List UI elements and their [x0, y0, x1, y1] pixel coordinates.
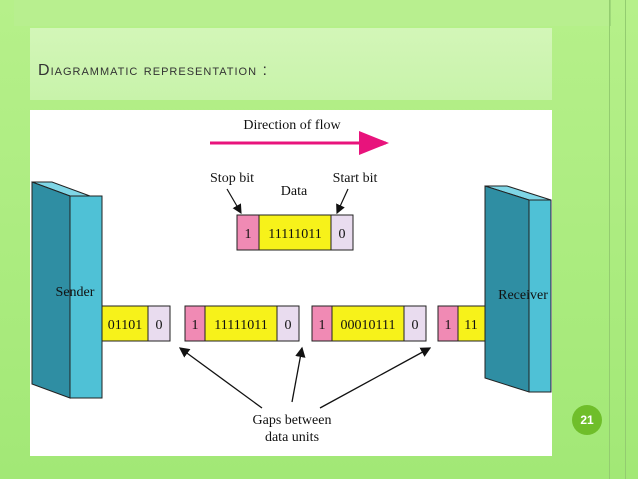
gap-arrow-middle	[291, 346, 306, 403]
frame3-data-value: 00010111	[341, 318, 396, 333]
page-number-badge: 21	[572, 405, 602, 435]
receiver-device	[484, 185, 552, 393]
frame3-start-bit-value: 0	[412, 318, 419, 333]
top-frame: 1 11111011 0	[236, 214, 354, 251]
frame1-start-bit-cell	[147, 305, 171, 342]
sender-front-face	[69, 195, 103, 399]
frame4-data-cell	[457, 305, 486, 342]
gaps-label-line2: data units	[265, 430, 319, 445]
start-bit-pointer	[336, 188, 349, 215]
frame1-start-bit-value: 0	[156, 318, 163, 333]
gaps-label-line1: Gaps between	[253, 413, 332, 428]
slide-border-line	[609, 0, 610, 479]
slide-border-line-right	[625, 0, 626, 479]
top-start-bit-value: 0	[339, 227, 346, 242]
data-label: Data	[281, 184, 308, 199]
frame2-data-value: 11111011	[214, 318, 267, 333]
frame3-stop-bit-value: 1	[319, 318, 326, 333]
stream-frame-4: 1 11	[437, 305, 486, 342]
gap-arrow-right	[319, 347, 432, 409]
frame3-data-cell	[331, 305, 405, 342]
stream-frame-1: 01101 0	[101, 305, 171, 342]
frame2-start-bit-cell	[276, 305, 300, 342]
frame2-start-bit-value: 0	[285, 318, 292, 333]
receiver-front-face	[528, 199, 552, 393]
top-data-value: 11111011	[268, 227, 321, 242]
frame4-data-value: 11	[464, 318, 477, 333]
slide-title: Diagrammatic representation :	[38, 62, 268, 79]
frame3-start-bit-cell	[403, 305, 427, 342]
diagram-panel: Direction of flow Stop bit Data Start bi…	[30, 110, 552, 456]
frame2-stop-bit-value: 1	[192, 318, 199, 333]
start-bit-label: Start bit	[333, 171, 378, 186]
frame1-data-cell	[101, 305, 149, 342]
async-transmission-diagram: Direction of flow Stop bit Data Start bi…	[31, 118, 552, 445]
frame1-data-value: 01101	[108, 318, 142, 333]
stream-frame-3: 1 00010111 0	[311, 305, 427, 342]
top-data-cell	[258, 214, 332, 251]
stop-bit-label: Stop bit	[210, 171, 254, 186]
receiver-label: Receiver	[498, 288, 548, 303]
stream-frame-2: 1 11111011 0	[184, 305, 300, 342]
top-stop-bit-value: 1	[245, 227, 252, 242]
stop-bit-pointer	[226, 188, 242, 215]
gap-arrow-left	[178, 347, 263, 409]
sender-label: Sender	[56, 285, 95, 300]
top-start-bit-cell	[330, 214, 354, 251]
title-band	[30, 28, 552, 100]
slide-top-frame	[14, 0, 611, 26]
direction-of-flow-label: Direction of flow	[243, 118, 341, 133]
frame4-stop-bit-value: 1	[445, 318, 452, 333]
sender-device	[31, 181, 103, 399]
